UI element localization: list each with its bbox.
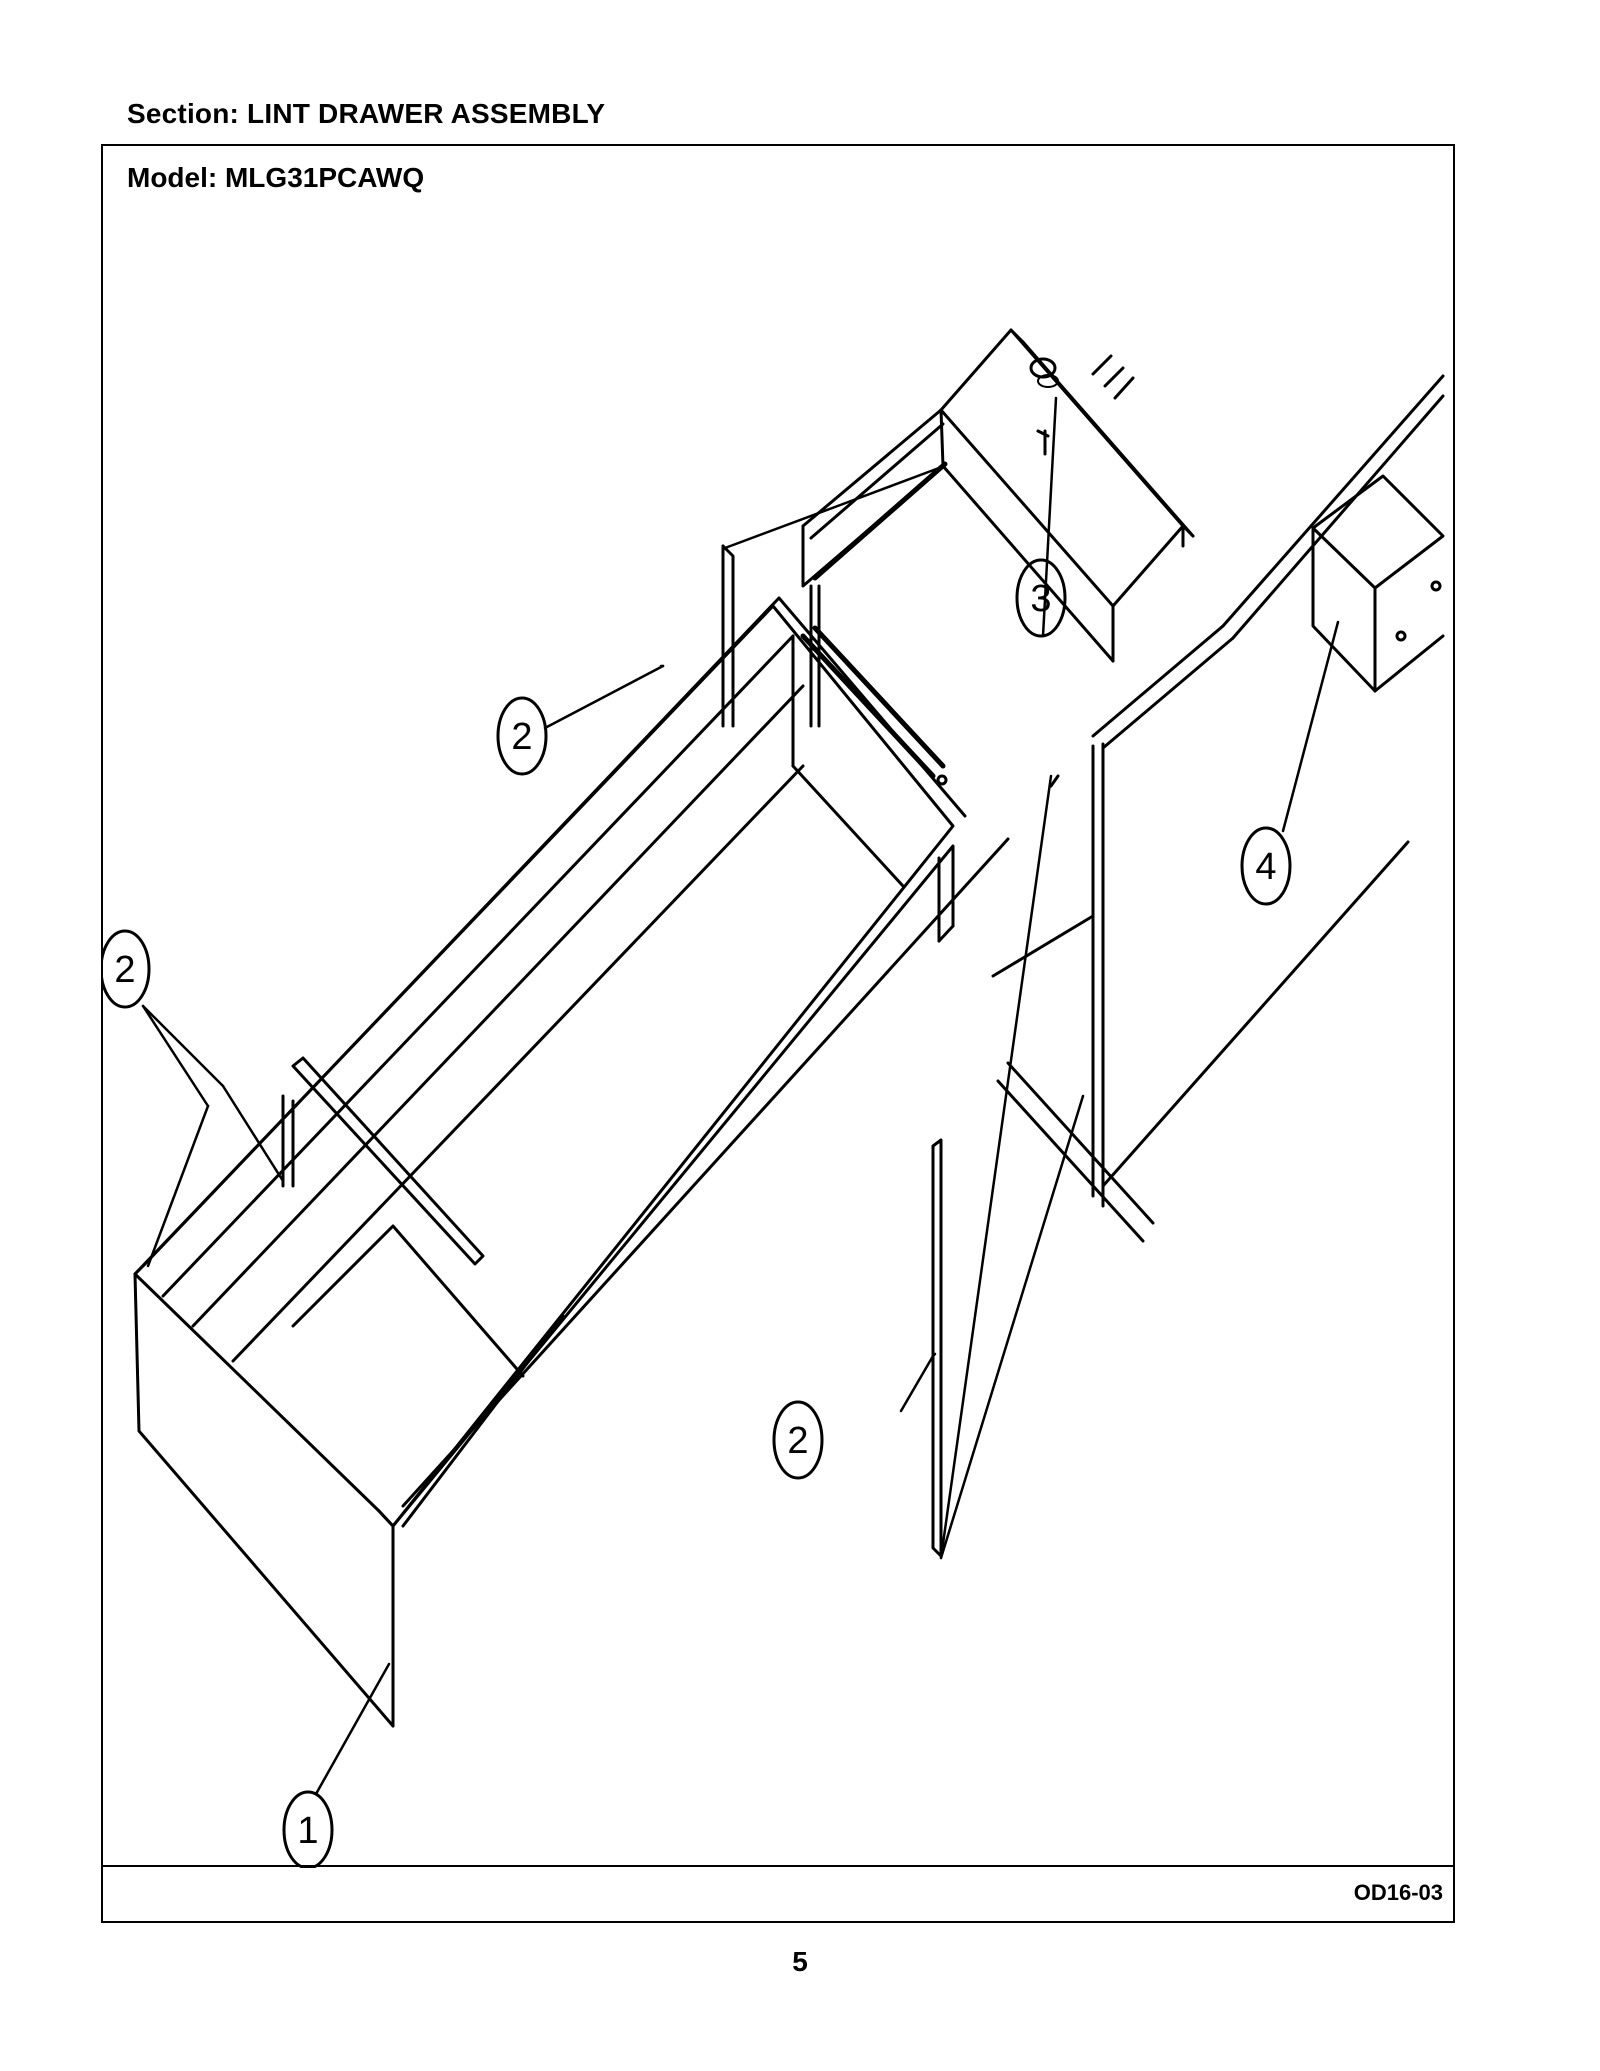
callout-3-label: 3: [1030, 578, 1051, 620]
callout-2-upper: 2: [496, 696, 548, 776]
callout-2-upper-label: 2: [511, 716, 532, 758]
part-1-lint-drawer: [133, 596, 967, 1728]
model-title: Model: MLG31PCAWQ: [127, 162, 425, 193]
part-3-lint-housing: [801, 328, 1195, 728]
part-4-component-box: [1311, 474, 1445, 693]
part-2-drawer-seals: [281, 544, 1060, 1558]
page-number: 5: [792, 1946, 808, 1977]
dryer-cabinet-rails: [401, 354, 1445, 1508]
callout-4: 4: [1240, 826, 1292, 906]
callout-2-lower: 2: [772, 1400, 824, 1480]
callout-2-left-label: 2: [114, 949, 135, 991]
leader-lines: [141, 396, 1340, 1796]
callout-2-left: 2: [103, 929, 151, 1009]
callout-1-label: 1: [297, 1810, 318, 1852]
diagram-footer: OD16-03: [103, 1865, 1453, 1921]
diagram-frame: Model: MLG31PCAWQ: [101, 144, 1455, 1923]
callout-3: 3: [1015, 558, 1067, 638]
callout-1: 1: [282, 1790, 334, 1868]
section-title: Section: LINT DRAWER ASSEMBLY: [127, 98, 606, 129]
callout-2-lower-label: 2: [787, 1420, 808, 1462]
callout-4-label: 4: [1255, 846, 1276, 888]
drawing-code: OD16-03: [1353, 1880, 1443, 1905]
exploded-parts-diagram: 1 2 2 2 3 4: [103, 328, 1445, 1868]
